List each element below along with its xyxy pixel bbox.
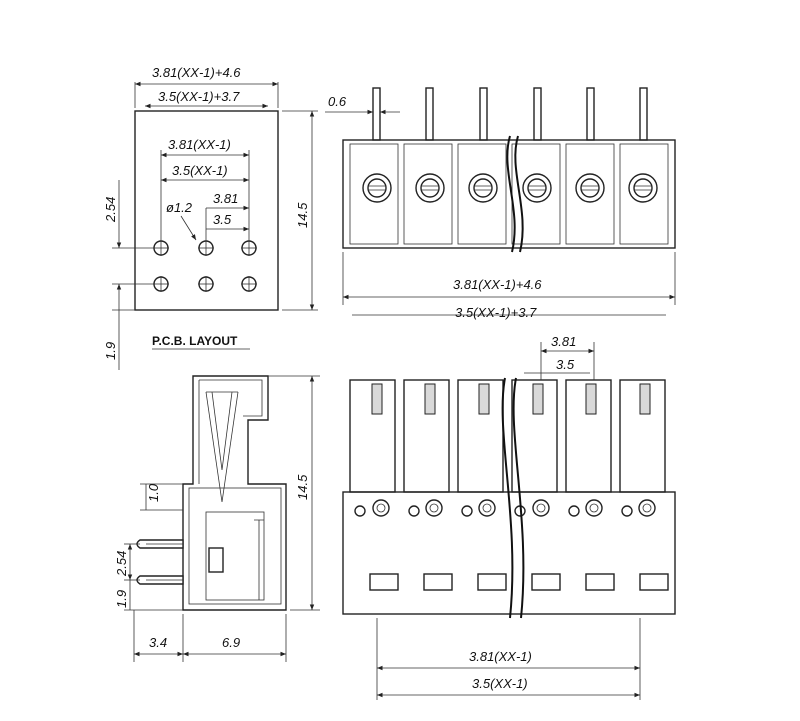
pcb-hole-row-1 <box>153 240 257 256</box>
dim-footprint-height: 14.5 <box>295 202 310 228</box>
side-view: P.C.B. LAYOUT 14.5 1.0 2.54 <box>114 334 320 662</box>
dim-pitch-b: 3.5 <box>213 212 232 227</box>
dim-row-spacing: 2.54 <box>103 197 118 223</box>
dim-6-9: 6.9 <box>222 635 240 650</box>
top-view-screws <box>362 173 658 203</box>
dim-1-0: 1.0 <box>146 483 161 502</box>
dim-pitch-inner: 3.5(XX-1) <box>172 163 228 178</box>
dim-pin-width: 0.6 <box>328 94 347 109</box>
pcb-footprint-view: 3.81(XX-1)+4.6 3.5(XX-1)+3.7 3.81(XX-1) … <box>103 65 318 370</box>
dim-1-9: 1.9 <box>114 590 129 608</box>
dim-pitch-outer: 3.81(XX-1) <box>168 137 231 152</box>
top-view-cells <box>349 143 669 245</box>
side-pins <box>136 539 184 585</box>
top-view: 0.6 3.81(XX-1)+4.6 3.5(XX-1)+3.7 <box>325 87 676 320</box>
front-view: 3.81 3.5 3.81(XX-1) 3.5(XX-1) <box>342 334 676 700</box>
dim-top-width-a: 3.81(XX-1)+4.6 <box>453 277 542 292</box>
dim-edge-offset: 1.9 <box>103 342 118 360</box>
dim-front-span-a: 3.81(XX-1) <box>469 649 532 664</box>
top-view-body <box>342 139 676 249</box>
pcb-layout-title: P.C.B. LAYOUT <box>152 334 238 348</box>
front-view-slots <box>371 383 651 415</box>
front-view-wire-openings <box>369 573 669 591</box>
dim-inner-width: 3.5(XX-1)+3.7 <box>158 89 240 104</box>
dim-front-pitch-a: 3.81 <box>551 334 576 349</box>
dim-2-54: 2.54 <box>114 551 129 577</box>
dim-outer-width: 3.81(XX-1)+4.6 <box>152 65 241 80</box>
dim-hole-diameter: ø1.2 <box>166 200 193 215</box>
break-mark-top <box>506 135 516 253</box>
dim-pitch-a: 3.81 <box>213 191 238 206</box>
dim-front-pitch-b: 3.5 <box>556 357 575 372</box>
side-housing <box>182 375 287 611</box>
footprint-outline <box>134 110 279 311</box>
dim-front-span-b: 3.5(XX-1) <box>472 676 528 691</box>
pcb-hole-row-2 <box>153 276 257 292</box>
dim-top-width-b: 3.5(XX-1)+3.7 <box>455 305 537 320</box>
front-view-screw-holes <box>354 499 656 517</box>
side-clamp-spring <box>205 391 239 503</box>
dim-3-4: 3.4 <box>149 635 167 650</box>
top-view-pins <box>372 87 648 141</box>
dim-side-height: 14.5 <box>295 474 310 500</box>
break-mark-bottom <box>501 377 514 619</box>
